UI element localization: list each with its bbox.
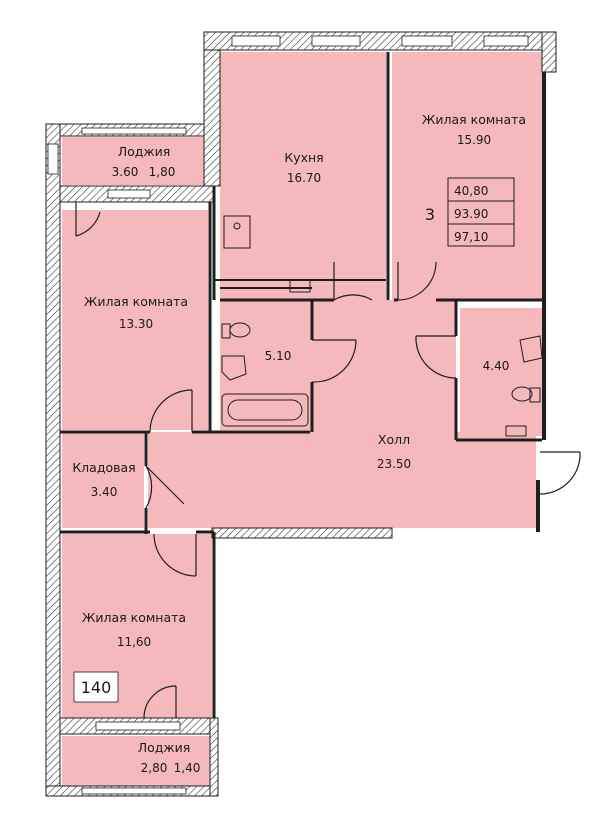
living-ne-name: Жилая комната	[422, 112, 526, 127]
door-bath-small	[415, 335, 457, 379]
bath-main-fill	[220, 288, 312, 430]
door-storage	[145, 465, 185, 509]
living-sw-area: 11,60	[117, 635, 151, 649]
area-summary: 3 40,80 93.90 97,10	[425, 177, 515, 247]
bath-main-area: 5.10	[265, 349, 292, 363]
door-entry	[539, 451, 581, 495]
door-living-w	[149, 389, 193, 433]
wall-south-hall	[211, 527, 393, 539]
kitchen-area: 16.70	[287, 171, 321, 185]
toilet-small	[511, 386, 533, 402]
door-bath-main	[311, 339, 357, 383]
living-ne-fill	[392, 52, 544, 300]
window-living-sw	[95, 721, 181, 731]
rooms-count: 3	[425, 205, 435, 224]
window-living-ne-2	[483, 35, 529, 47]
window-kitchen-2	[311, 35, 361, 47]
living-ne-area: 15.90	[457, 133, 491, 147]
shaft-kitchen	[289, 279, 311, 293]
loggia-bottom-fill	[62, 736, 212, 786]
hall-area: 23.50	[377, 457, 411, 471]
loggia-top-dim-b: 1,80	[149, 165, 176, 179]
loggia-bottom-dim-b: 1,40	[174, 761, 201, 775]
loggia-bottom-dim-a: 2,80	[141, 761, 168, 775]
doors	[75, 202, 581, 719]
bath-small-fill	[460, 308, 542, 436]
window-living-ne	[401, 35, 453, 47]
hall-fill-b	[148, 432, 536, 528]
wall-east-top	[541, 31, 557, 73]
kitchen-name: Кухня	[284, 150, 323, 165]
bathtub	[221, 393, 309, 427]
storage-area: 3.40	[91, 485, 118, 499]
window-living-w	[107, 189, 151, 199]
exterior-walls	[45, 31, 557, 797]
shaft-wc	[505, 425, 527, 437]
living-area-value: 40,80	[454, 184, 488, 198]
living-w-name: Жилая комната	[84, 294, 188, 309]
summary-box	[447, 177, 515, 247]
living-sw-name: Жилая комната	[82, 610, 186, 625]
total-with-loggia-value: 97,10	[454, 230, 488, 244]
hall-fill-a	[310, 300, 456, 440]
door-kitchen	[333, 262, 373, 301]
loggia-bottom-name: Лоджия	[138, 740, 191, 755]
fixtures	[221, 215, 543, 437]
interior-walls	[60, 52, 546, 718]
loggia-top-dim-a: 3.60	[112, 165, 139, 179]
loggia-top-name: Лоджия	[118, 144, 171, 159]
bath-small-area: 4.40	[483, 359, 510, 373]
basin-main	[221, 355, 247, 381]
apartment-number-badge: 140	[73, 671, 119, 703]
wall-loggia-bottom-east	[209, 717, 219, 797]
window-west-loggia	[47, 143, 59, 175]
storage-name: Кладовая	[72, 460, 135, 475]
door-living-ne	[397, 261, 437, 301]
storage-fill	[62, 432, 144, 528]
loggia-top-fill	[62, 137, 204, 185]
living-w-fill	[62, 210, 208, 430]
living-w-area: 13.30	[119, 317, 153, 331]
windows	[47, 35, 529, 795]
door-loggia-top	[75, 202, 101, 237]
window-loggia-bottom	[81, 787, 187, 795]
door-living-sw	[153, 533, 197, 577]
wall-west	[45, 123, 61, 791]
door-loggia-bottom	[143, 685, 177, 719]
hall-name: Холл	[378, 432, 410, 447]
window-kitchen	[231, 35, 281, 47]
kitchen-sink	[223, 215, 251, 249]
kitchen-fill	[220, 52, 386, 300]
apartment-number: 140	[81, 678, 112, 697]
window-loggia-top	[81, 127, 187, 135]
room-labels: Лоджия 3.60 1,80 Кухня 16.70 Жилая комна…	[72, 112, 526, 775]
wall-north-kitchen	[203, 31, 221, 187]
basin-small	[519, 335, 543, 363]
room-fills	[62, 52, 544, 786]
total-area-value: 93.90	[454, 207, 488, 221]
